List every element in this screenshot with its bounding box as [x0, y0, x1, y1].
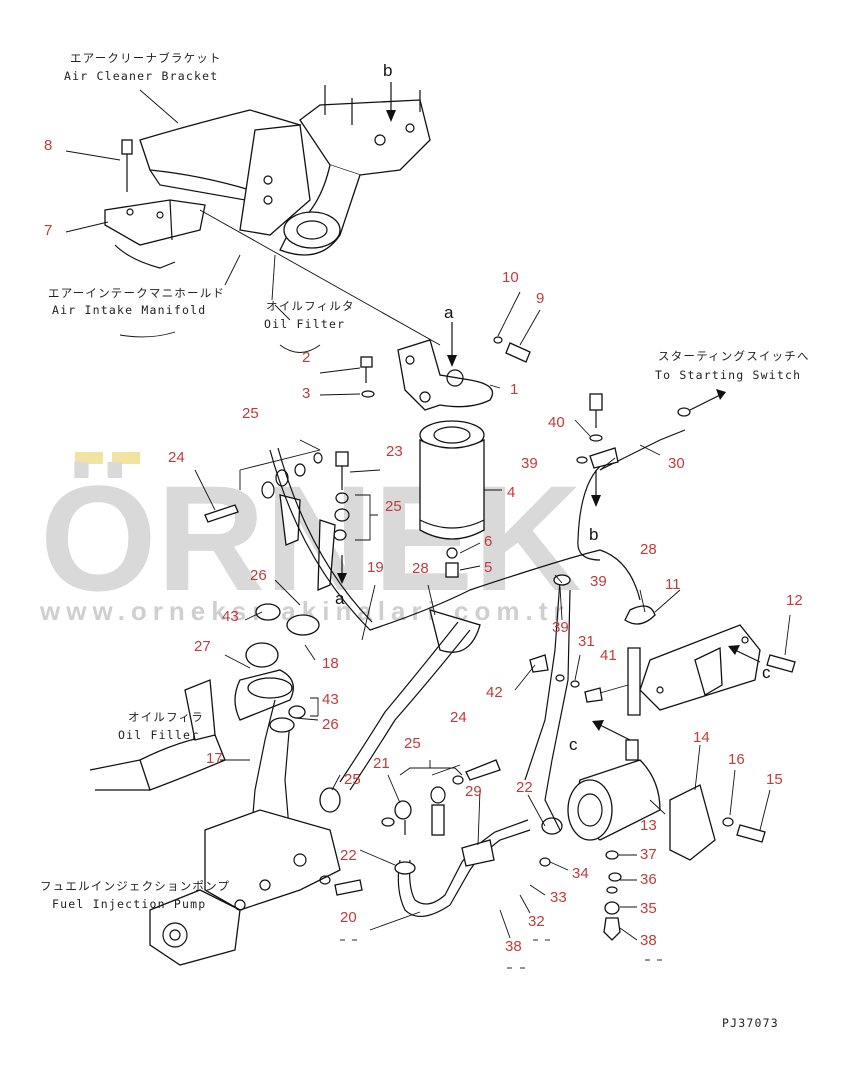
oil-filter-cartridge-4 — [419, 420, 485, 578]
dash-marks — [340, 939, 662, 969]
starting-switch-label-en: To Starting Switch — [655, 368, 801, 382]
callout-4: 4 — [507, 484, 515, 501]
fuel-injection-pump — [149, 809, 363, 966]
air-cleaner-bracket-label-ja: エアークリーナブラケット — [70, 51, 222, 65]
drawing-code: PJ37073 — [722, 1016, 779, 1030]
starting-switch-label-ja: スターティングスイッチへ — [658, 349, 810, 363]
callout-21: 21 — [373, 755, 390, 772]
component-labels: エアークリーナブラケット Air Cleaner Bracket エアーインテー… — [40, 51, 810, 1030]
hose-20 — [381, 759, 563, 917]
watermark-brand: ÖRNEK — [40, 454, 582, 622]
callout-38-right: 38 — [640, 932, 657, 949]
callout-9: 9 — [536, 290, 544, 307]
callout-1: 1 — [510, 381, 518, 398]
oil-filler-label-ja: オイルフィラ — [128, 710, 204, 724]
callout-25-top: 25 — [242, 405, 259, 422]
callout-24-mid: 24 — [450, 709, 467, 726]
callout-14: 14 — [693, 729, 710, 746]
oil-filler-tube-17 — [89, 603, 320, 851]
ref-letter-c-mid: c — [569, 735, 578, 754]
fuel-pump-label-en: Fuel Injection Pump — [52, 897, 206, 911]
callout-25-mid: 25 — [404, 735, 421, 752]
ref-letter-b-low: b — [589, 525, 598, 544]
callout-8: 8 — [44, 137, 52, 154]
callout-36: 36 — [640, 871, 657, 888]
callout-31: 31 — [578, 633, 595, 650]
oil-filter-label-en: Oil Filter — [264, 317, 345, 331]
bolt-8 — [121, 139, 133, 192]
bolt-2 — [360, 356, 375, 398]
callout-40: 40 — [548, 414, 565, 431]
callout-7: 7 — [44, 222, 52, 239]
callout-26-low: 26 — [322, 716, 339, 733]
callout-16: 16 — [728, 751, 745, 768]
callout-22-left: 22 — [340, 847, 357, 864]
callout-12: 12 — [786, 592, 803, 609]
callout-25-low: 25 — [344, 771, 361, 788]
callout-19: 19 — [367, 559, 384, 576]
callout-29: 29 — [465, 783, 482, 800]
callout-39-top: 39 — [521, 455, 538, 472]
callout-24-top: 24 — [168, 449, 185, 466]
bracket-plate-7 — [104, 199, 206, 246]
bolt-9 — [493, 336, 531, 363]
callout-42: 42 — [486, 684, 503, 701]
leader-lines — [65, 89, 791, 941]
ref-letter-a-low: a — [335, 589, 345, 608]
callout-17: 17 — [206, 750, 223, 767]
callout-35: 35 — [640, 900, 657, 917]
starter-motor-13 — [567, 739, 766, 941]
callout-30: 30 — [668, 455, 685, 472]
callout-28-right: 28 — [640, 541, 657, 558]
callout-11: 11 — [665, 576, 681, 593]
part-callouts: 1 2 3 4 5 6 7 8 9 10 11 12 13 14 15 16 1… — [44, 137, 803, 955]
callout-28-left: 28 — [412, 560, 429, 577]
callout-23: 23 — [386, 443, 403, 460]
callout-43-low: 43 — [322, 691, 339, 708]
hose-fitting-group — [204, 451, 350, 591]
callout-20: 20 — [340, 909, 357, 926]
callout-41: 41 — [600, 647, 617, 664]
oil-filler-label-en: Oil Filler — [118, 728, 199, 742]
callout-25-right: 25 — [385, 498, 402, 515]
callout-27: 27 — [194, 638, 211, 655]
callout-15: 15 — [766, 771, 783, 788]
air-intake-manifold — [114, 85, 431, 269]
callout-43-top: 43 — [222, 608, 239, 625]
callout-6: 6 — [484, 533, 492, 550]
callout-38-left: 38 — [505, 938, 522, 955]
callout-39-mid: 39 — [590, 573, 607, 590]
callout-18: 18 — [322, 655, 339, 672]
callout-5: 5 — [484, 559, 492, 576]
callout-34: 34 — [572, 865, 589, 882]
callout-3: 3 — [302, 385, 310, 402]
callout-26-top: 26 — [250, 567, 267, 584]
callout-39-low: 39 — [552, 619, 569, 636]
ref-letter-c-right: c — [762, 663, 771, 682]
oil-filter-label-ja: オイルフィルタ — [266, 299, 355, 313]
callout-32: 32 — [528, 913, 545, 930]
hose-19 — [269, 447, 641, 813]
callout-13: 13 — [640, 817, 657, 834]
air-cleaner-bracket-label-en: Air Cleaner Bracket — [64, 69, 218, 83]
callout-33: 33 — [550, 889, 567, 906]
oil-filter-head-1 — [397, 339, 494, 411]
callout-2: 2 — [302, 349, 310, 366]
fuel-pump-label-ja: フュエルインジェクションポンプ — [40, 879, 230, 893]
ref-letter-b-top: b — [383, 61, 392, 80]
ref-letter-a-top: a — [444, 303, 454, 322]
direction-arrows — [337, 82, 761, 741]
reference-letters: b a a b c c — [335, 61, 771, 754]
callout-10: 10 — [502, 269, 519, 286]
air-intake-manifold-label-ja: エアーインテークマニホールド — [48, 286, 225, 300]
callout-22-right: 22 — [516, 779, 533, 796]
callout-37: 37 — [640, 846, 657, 863]
air-cleaner-bracket — [139, 109, 311, 236]
watermark: ÖRNEK www.orneksmakinalari.com.tr — [39, 452, 582, 626]
air-intake-manifold-label-en: Air Intake Manifold — [52, 303, 206, 317]
